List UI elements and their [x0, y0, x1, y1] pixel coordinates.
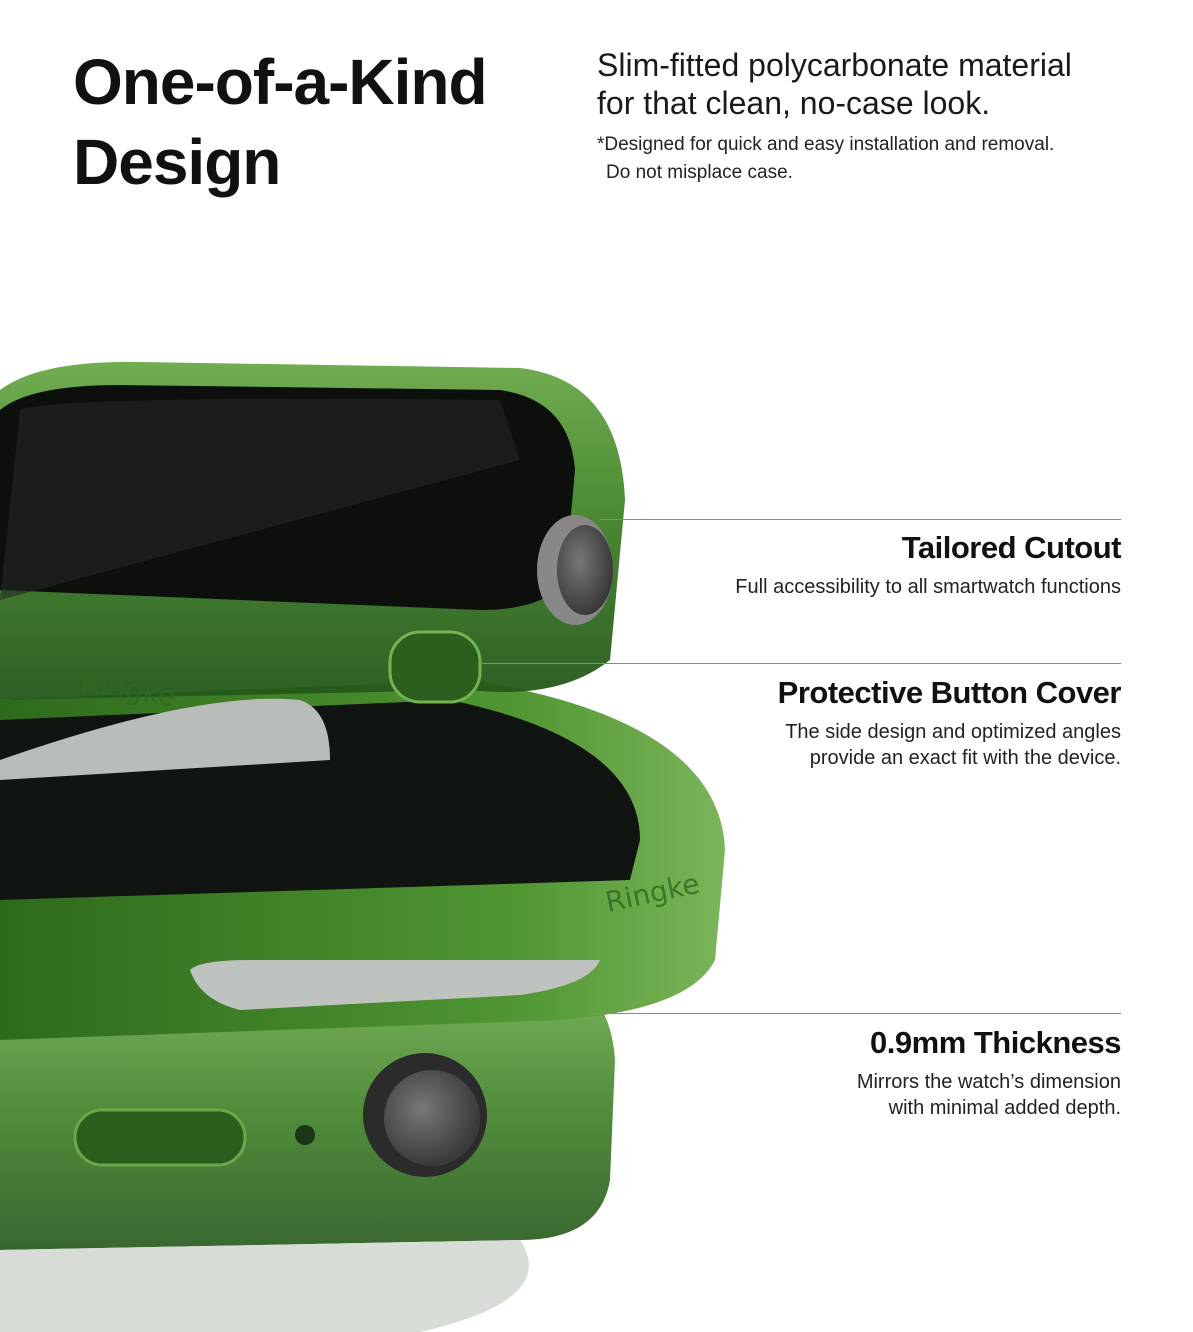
feature-desc-line-2: with minimal added depth. — [888, 1097, 1121, 1119]
feature-desc: Mirrors the watch’s dimension with minim… — [857, 1069, 1121, 1121]
callout-line-1 — [600, 519, 1121, 520]
feature-desc-line-1: Full accessibility to all smartwatch fun… — [735, 576, 1121, 598]
feature-protective-button-cover: Protective Button Cover The side design … — [777, 673, 1122, 771]
feature-desc-line-1: Mirrors the watch’s dimension — [856, 1071, 1121, 1093]
title-line-1: One-of-a-Kind — [73, 46, 488, 118]
title-line-2: Design — [73, 126, 281, 198]
footnote: *Designed for quick and easy installatio… — [597, 131, 1157, 187]
feature-tailored-cutout: Tailored Cutout Full accessibility to al… — [735, 528, 1121, 600]
subtitle: Slim-fitted polycarbonate material for t… — [597, 46, 1157, 122]
watch-case-bottom — [0, 980, 615, 1332]
callout-line-3 — [590, 1013, 1121, 1014]
footnote-line-1: *Designed for quick and easy installatio… — [597, 134, 1055, 155]
feature-title: Tailored Cutout — [901, 530, 1122, 565]
footnote-line-2: Do not misplace case. — [606, 162, 793, 183]
subtitle-line-1: Slim-fitted polycarbonate material — [597, 47, 1072, 83]
callout-line-2 — [480, 663, 1121, 664]
product-image: Ringke Ringke — [0, 361, 725, 1332]
feature-thickness: 0.9mm Thickness Mirrors the watch’s dime… — [857, 1023, 1122, 1121]
feature-title: 0.9mm Thickness — [870, 1025, 1121, 1060]
page-title: One-of-a-Kind Design — [73, 42, 553, 202]
feature-title: Protective Button Cover — [777, 675, 1122, 710]
feature-desc-line-1: The side design and optimized angles — [785, 721, 1121, 743]
watch-case-top: Ringke — [0, 361, 625, 780]
feature-desc-line-2: provide an exact fit with the device. — [809, 747, 1121, 769]
feature-desc: The side design and optimized angles pro… — [778, 719, 1121, 771]
subtitle-line-2: for that clean, no-case look. — [597, 85, 991, 121]
